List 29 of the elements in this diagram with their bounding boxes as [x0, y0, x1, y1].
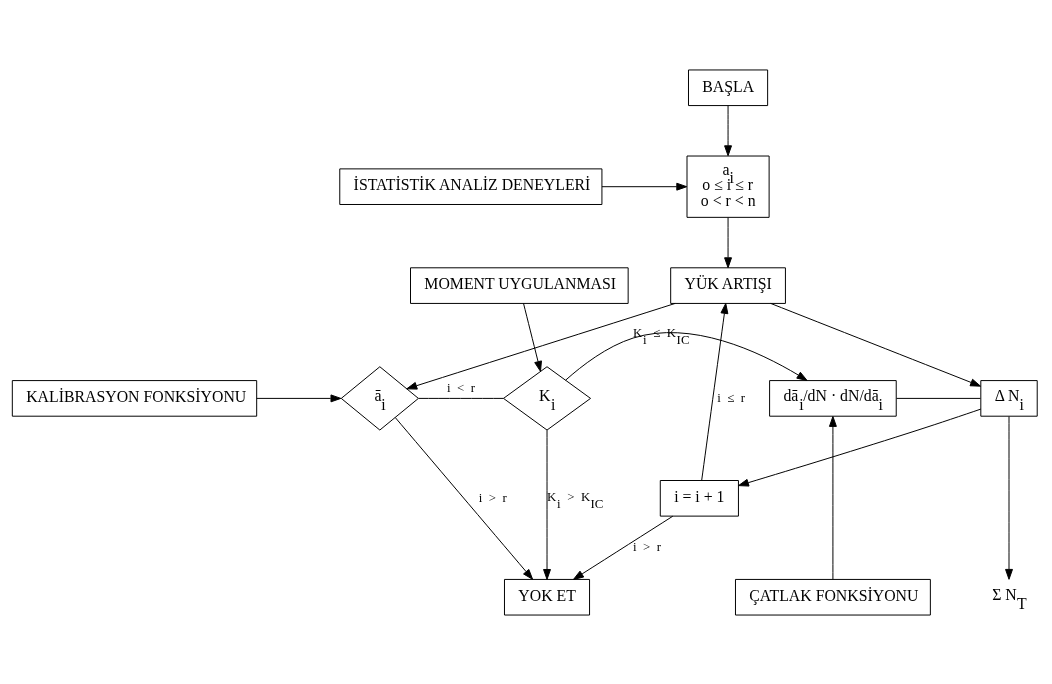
arrow: [738, 408, 982, 487]
node-box: i = i + 1: [659, 479, 739, 517]
connector: [418, 397, 504, 399]
node-box: İSTATİSTİK ANALİZ DENEYLERİ: [339, 167, 603, 205]
node-box: BAŞLA: [688, 68, 769, 106]
arrow: [256, 393, 342, 402]
arrow: [724, 216, 732, 268]
arrow: [828, 415, 837, 580]
arrow: [573, 515, 674, 580]
arrow: [543, 429, 551, 580]
node-box: YÜK ARTIŞI: [670, 266, 786, 304]
node-box: KALİBRASYON FONKSİYONU: [11, 379, 258, 417]
arrow: [1005, 415, 1013, 580]
edge-label: i ≤ r: [717, 390, 745, 405]
arrow: [406, 302, 676, 390]
arrow: [724, 104, 732, 156]
node-box: ÇATLAK FONKSİYONU: [735, 578, 931, 616]
arrow: [701, 302, 729, 481]
arrow: [565, 331, 808, 381]
edge-label: i > r: [633, 539, 662, 554]
arrow: [523, 302, 542, 372]
node-box: YOK ET: [504, 578, 591, 616]
arrow: [770, 302, 981, 387]
connector: [896, 397, 981, 399]
edge-label: i < r: [447, 380, 476, 395]
edge-label: i > r: [478, 490, 507, 505]
arrow: [394, 416, 534, 580]
arrow: [601, 182, 688, 191]
node-box: MOMENT UYGULANMASI: [410, 266, 629, 304]
